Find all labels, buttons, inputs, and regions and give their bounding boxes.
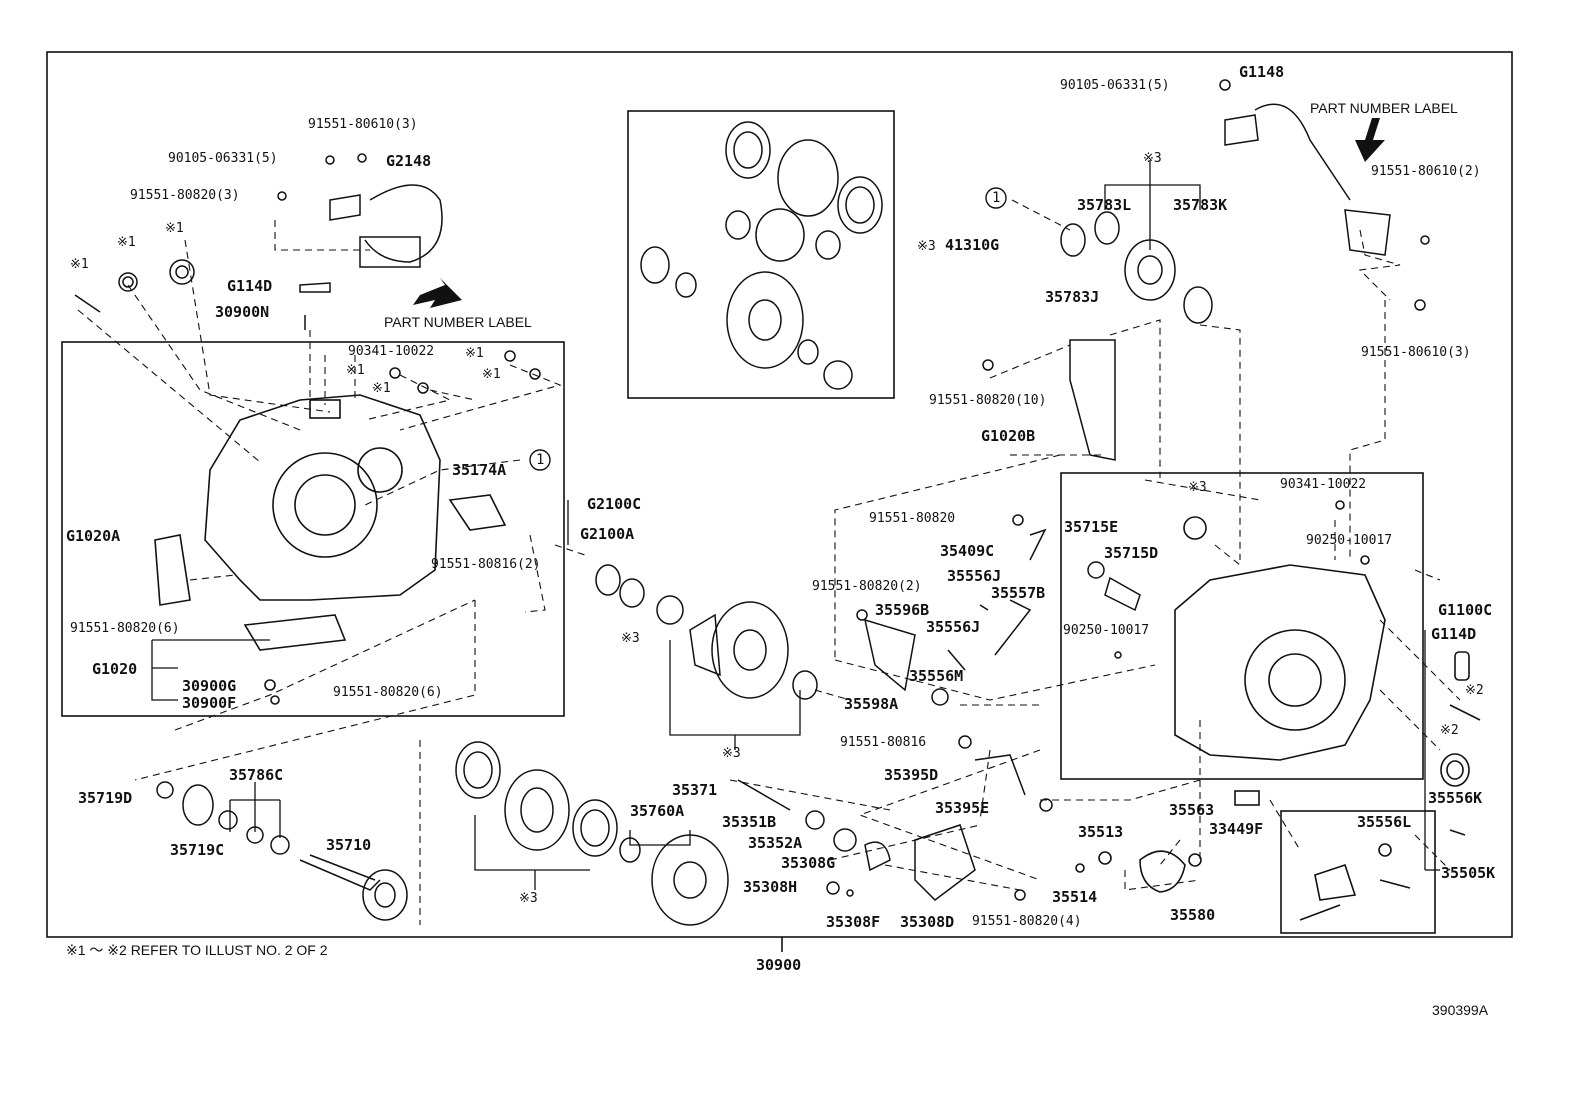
kome-mark: ※3: [1188, 480, 1207, 495]
part-label[interactable]: 91551-80820(10): [929, 393, 1047, 408]
part-label[interactable]: 35513: [1078, 823, 1124, 841]
part-label[interactable]: 35505K: [1441, 864, 1496, 882]
part-label[interactable]: 91551-80820(3): [130, 188, 240, 203]
part-label[interactable]: G1020A: [66, 527, 121, 545]
part-label[interactable]: 30900F: [182, 694, 237, 712]
part-label[interactable]: 35174A: [452, 461, 507, 479]
part-label[interactable]: 91551-80820(6): [70, 621, 180, 636]
part-label[interactable]: G114D: [227, 277, 273, 295]
part-label[interactable]: 35514: [1052, 888, 1098, 906]
sensor-subframe: [1280, 810, 1436, 934]
part-label[interactable]: 35308H: [743, 878, 798, 896]
outer-frame: [46, 51, 1513, 938]
arrow-right: [1355, 118, 1385, 162]
footnote: ※1 ～ ※2 REFER TO ILLUST NO. 2 OF 2: [66, 942, 328, 958]
part-label[interactable]: G1148: [1239, 63, 1285, 81]
part-number-label-note: PART NUMBER LABEL: [384, 314, 532, 330]
kome-mark: ※1: [165, 221, 184, 236]
part-label[interactable]: 35563: [1169, 801, 1215, 819]
part-label[interactable]: 91551-80610(3): [1361, 345, 1471, 360]
kome-mark: ※1: [117, 235, 136, 250]
part-label[interactable]: 90341-10022: [1280, 477, 1367, 492]
part-label[interactable]: 35719C: [170, 841, 225, 859]
part-label[interactable]: 35371: [672, 781, 718, 799]
part-label[interactable]: 35308G: [781, 854, 836, 872]
part-label[interactable]: G2100C: [587, 495, 642, 513]
part-label[interactable]: 91551-80820(2): [812, 579, 922, 594]
part-label[interactable]: 35308D: [900, 913, 955, 931]
part-label[interactable]: 30900G: [182, 677, 237, 695]
part-label[interactable]: 91551-80820(4): [972, 914, 1082, 929]
part-label[interactable]: 35710: [326, 836, 372, 854]
case-subframe: [61, 341, 565, 717]
kome-mark: ※1: [465, 346, 484, 361]
kome-mark: ※3: [1143, 151, 1162, 166]
part-label[interactable]: 35760A: [630, 802, 685, 820]
kome-mark: ※3: [722, 746, 741, 761]
part-label[interactable]: 91551-80820(6): [333, 685, 443, 700]
part-label[interactable]: 35786C: [229, 766, 284, 784]
kome-mark: ※1: [482, 367, 501, 382]
kome-mark: ※2: [1465, 683, 1484, 698]
part-label[interactable]: 90250-10017: [1306, 533, 1393, 548]
kome-mark: ※2: [1440, 723, 1459, 738]
part-label[interactable]: 35580: [1170, 906, 1216, 924]
transaxle-subframe: [1060, 472, 1424, 780]
diff-kit-subframe: [627, 110, 895, 399]
assembly-number[interactable]: 30900: [756, 956, 802, 974]
kome-mark: ※3: [621, 631, 640, 646]
part-label[interactable]: 91551-80610(3): [308, 117, 418, 132]
part-label[interactable]: 35556L: [1357, 813, 1412, 831]
part-label[interactable]: G2148: [386, 152, 432, 170]
part-label[interactable]: 35598A: [844, 695, 899, 713]
callout-one-right: 1: [992, 190, 1001, 206]
part-label[interactable]: 91551-80610(2): [1371, 164, 1481, 179]
part-label[interactable]: G2100A: [580, 525, 635, 543]
part-label[interactable]: 35556J: [947, 567, 1002, 585]
part-label[interactable]: 35596B: [875, 601, 930, 619]
illustration-number: 390399A: [1432, 1002, 1489, 1018]
part-label[interactable]: 35556J: [926, 618, 981, 636]
part-label[interactable]: 35395E: [935, 799, 990, 817]
kome-mark: ※1: [70, 257, 89, 272]
part-label[interactable]: 41310G: [945, 236, 1000, 254]
part-label[interactable]: 90250-10017: [1063, 623, 1150, 638]
part-label[interactable]: 35308F: [826, 913, 881, 931]
part-label[interactable]: 35783K: [1173, 196, 1228, 214]
part-label[interactable]: 91551-80820: [869, 511, 956, 526]
arrow-left: [413, 278, 462, 308]
part-label[interactable]: 91551-80816: [840, 735, 927, 750]
part-label[interactable]: 35556M: [909, 667, 964, 685]
part-label[interactable]: 35715D: [1104, 544, 1159, 562]
part-label[interactable]: G1100C: [1438, 601, 1493, 619]
kome-mark: ※3: [917, 239, 936, 254]
part-number-label-note: PART NUMBER LABEL: [1310, 100, 1458, 116]
part-label[interactable]: 35409C: [940, 542, 995, 560]
part-label[interactable]: 90341-10022: [348, 344, 435, 359]
part-label[interactable]: 30900N: [215, 303, 270, 321]
part-label[interactable]: 90105-06331(5): [168, 151, 278, 166]
part-label[interactable]: G114D: [1431, 625, 1477, 643]
part-label[interactable]: 91551-80816(2): [431, 557, 541, 572]
part-label[interactable]: 33449F: [1209, 820, 1264, 838]
part-label[interactable]: G1020: [92, 660, 138, 678]
callout-one-left: 1: [536, 452, 545, 468]
part-label[interactable]: 35556K: [1428, 789, 1483, 807]
part-label[interactable]: 35351B: [722, 813, 777, 831]
kome-mark: ※3: [519, 891, 538, 906]
part-label[interactable]: G1020B: [981, 427, 1036, 445]
part-label[interactable]: 90105-06331(5): [1060, 78, 1170, 93]
part-label[interactable]: 35352A: [748, 834, 803, 852]
part-label[interactable]: 35395D: [884, 766, 939, 784]
kome-mark: ※1: [372, 381, 391, 396]
part-label[interactable]: 35783J: [1045, 288, 1100, 306]
part-label[interactable]: 35557B: [991, 584, 1046, 602]
part-label[interactable]: 35719D: [78, 789, 133, 807]
kome-mark: ※1: [346, 363, 365, 378]
part-label[interactable]: 35783L: [1077, 196, 1132, 214]
part-label[interactable]: 35715E: [1064, 518, 1119, 536]
